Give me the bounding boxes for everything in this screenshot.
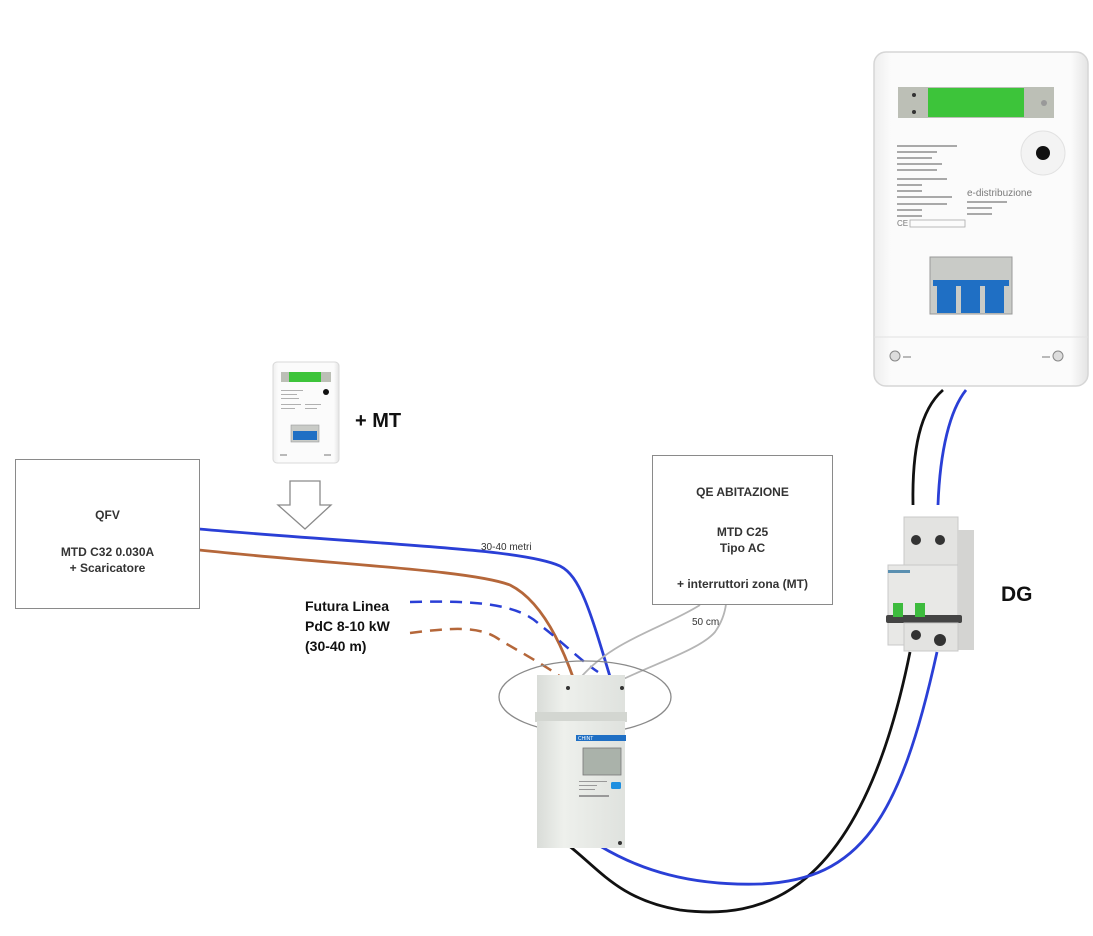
dg-breaker [886, 516, 974, 652]
future-line-label: Futura Linea PdC 8-10 kW (30-40 m) [305, 596, 390, 656]
qe-line1: MTD C25 [716, 525, 769, 539]
future-line-3: (30-40 m) [305, 638, 367, 654]
meter-lcd-display [928, 88, 1024, 117]
blue-wire-meter-dg [936, 389, 968, 506]
blue-wire-dg-meter [599, 651, 939, 886]
chint-brand-bar [576, 735, 626, 741]
qfv-line2: + Scaricatore [69, 561, 146, 575]
small-meter-icon [272, 361, 340, 464]
qe-line2: Tipo AC [719, 541, 766, 555]
qe-line3: + interruttori zona (MT) [677, 577, 808, 591]
black-wire-dg-meter [567, 651, 912, 914]
future-phase-wire [409, 627, 566, 682]
cable-length-main: 30-40 metri [481, 542, 532, 553]
black-wire-meter-dg [911, 388, 944, 506]
future-neutral-wire [409, 600, 599, 674]
qfv-title: QFV [95, 508, 120, 522]
small-meter-label: + MT [355, 410, 402, 432]
chint-energy-meter: CHINT [535, 675, 627, 848]
phase-wire-qfv [198, 548, 576, 681]
qe-abitazione-box: QE ABITAZIONE MTD C25 Tipo AC + interrut… [652, 455, 833, 605]
svg-text:CE: CE [897, 219, 908, 228]
future-line-2: PdC 8-10 kW [305, 618, 390, 634]
grey-wire-1 [575, 604, 701, 684]
dg-label: DG [1001, 583, 1033, 606]
utility-meter-brand: e-distribuzione [967, 188, 1032, 199]
down-arrow-icon [276, 480, 333, 530]
qfv-box: QFV MTD C32 0.030A + Scaricatore [15, 459, 200, 609]
neutral-wire-qfv [198, 527, 613, 681]
qe-title: QE ABITAZIONE [696, 485, 789, 499]
qfv-line1: MTD C32 0.030A [60, 545, 155, 559]
chint-lcd [582, 747, 622, 776]
future-line-1: Futura Linea [305, 598, 390, 614]
chint-brand: CHINT [578, 736, 593, 742]
utility-meter: CE e-distribuzione [873, 51, 1089, 387]
cable-length-short: 50 cm [692, 617, 720, 628]
